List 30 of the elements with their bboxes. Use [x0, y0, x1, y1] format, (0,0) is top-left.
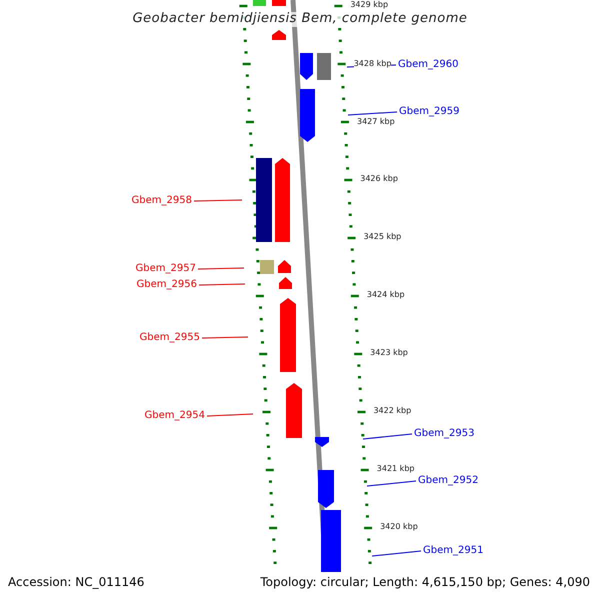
gene-label: Gbem_2955 — [140, 332, 200, 344]
leader-line — [206, 414, 254, 416]
scale-label: 3424 kbp — [366, 290, 405, 300]
scale-label: 3429 kbp — [350, 0, 388, 10]
scale-label: 3423 kbp — [370, 348, 408, 358]
leader-line — [202, 336, 248, 338]
scale-label: 3427 kbp — [357, 117, 395, 127]
scale-label: 3420 kbp — [380, 522, 418, 532]
gene-label: Gbem_2960 — [398, 59, 458, 71]
leader-line — [362, 434, 412, 440]
leader-line — [194, 200, 242, 202]
leader-line — [348, 112, 398, 116]
leader-line — [198, 268, 244, 270]
genome-info-text: Topology: circular; Length: 4,615,150 bp; Genes: 4,090 — [260, 575, 590, 590]
gene-label: Gbem_2951 — [423, 545, 484, 557]
title: Geobacter bemidjiensis Bem, complete genome — [132, 11, 468, 27]
scale-label: 3426 kbp — [360, 174, 398, 184]
gene-label: Gbem_2952 — [418, 475, 478, 487]
gene-label: Gbem_2954 — [144, 410, 205, 422]
leader-line — [372, 550, 422, 556]
scale-label: 3428 kbp — [354, 59, 392, 69]
accession-text: Accession: NC_011146 — [8, 575, 144, 590]
gene-label: Gbem_2953 — [414, 428, 474, 440]
leader-line — [198, 284, 246, 286]
gene-label: Gbem_2956 — [136, 279, 197, 291]
gene-label: Gbem_2958 — [132, 195, 192, 207]
gene-label: Gbem_2957 — [136, 263, 196, 275]
scale-label: 3425 kbp — [364, 232, 402, 242]
leader-line — [366, 480, 416, 486]
gene-label: Gbem_2959 — [399, 106, 460, 118]
